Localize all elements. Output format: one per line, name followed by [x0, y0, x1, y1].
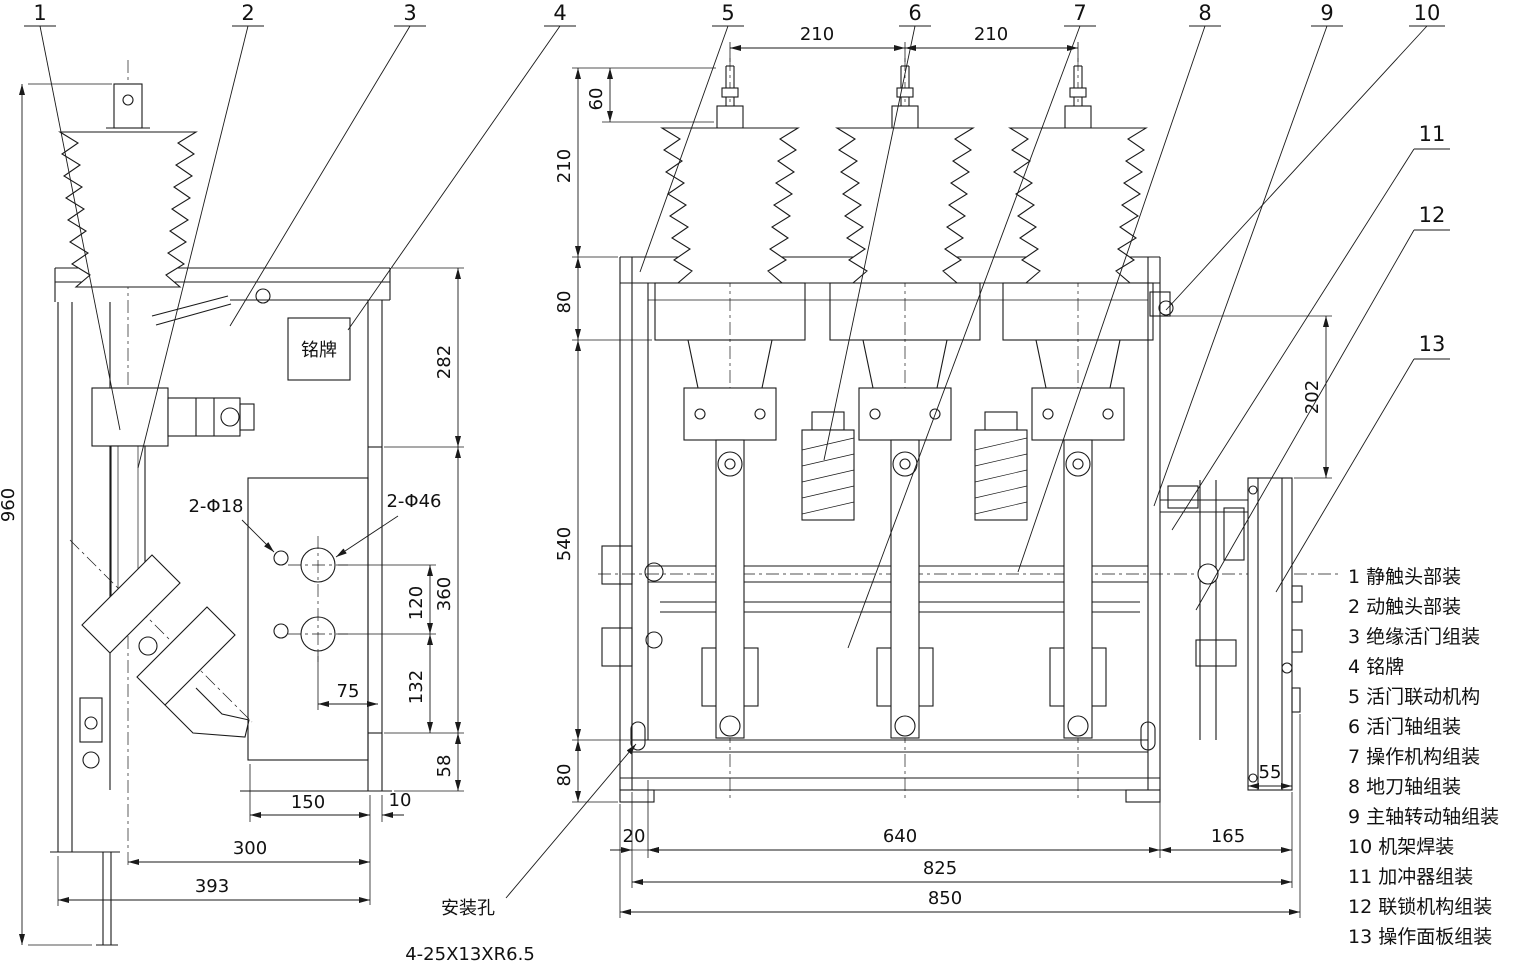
legend-item-12: 12 联锁机构组装	[1348, 896, 1492, 918]
callout-1: 1	[24, 1, 121, 431]
dim-132: 132	[406, 670, 427, 704]
legend-item-10: 10 机架焊装	[1348, 836, 1454, 858]
legend-item-3: 3 绝缘活门组装	[1348, 626, 1480, 648]
dim-55: 55	[1259, 762, 1282, 783]
dim-393: 393	[195, 876, 229, 897]
small-hole-bottom	[273, 623, 289, 639]
nameplate-label: 铭牌	[301, 340, 337, 361]
legend-item-2: 2 动触头部装	[1348, 596, 1461, 618]
mounting-hole-spec: 4-25X13XR6.5	[405, 944, 535, 965]
dim-850: 850	[928, 888, 962, 909]
callout-11: 11	[1171, 122, 1450, 531]
side-dimensions: 960 282 360 58 120 132 75	[0, 83, 464, 946]
callout-5: 5	[639, 1, 744, 273]
operation-panel	[1247, 477, 1293, 791]
dim-80-top: 80	[554, 291, 575, 314]
dim-58: 58	[434, 755, 455, 778]
dim-210-vertical: 210	[554, 149, 575, 183]
front-spring-assemblies	[801, 411, 1028, 521]
legend-item-7: 7 操作机构组装	[1348, 746, 1480, 768]
small-hole-top	[273, 550, 289, 566]
callout-2-number: 2	[241, 1, 254, 25]
callout-10-number: 10	[1414, 1, 1441, 25]
large-hole-top	[300, 547, 336, 583]
legend: 1 静触头部装 2 动触头部装 3 绝缘活门组装 4 铭牌 5 活门联动机构 6…	[1348, 566, 1499, 948]
dim-360: 360	[434, 577, 455, 611]
front-pole-2	[858, 339, 952, 739]
label-2-phi46: 2-Φ46	[386, 491, 441, 512]
callout-2: 2	[137, 1, 264, 469]
callout-3-number: 3	[403, 1, 416, 25]
label-2-phi18: 2-Φ18	[188, 496, 243, 517]
callout-12-number: 12	[1419, 203, 1446, 227]
dim-165: 165	[1211, 826, 1245, 847]
dim-10: 10	[389, 790, 412, 811]
legend-item-5: 5 活门联动机构	[1348, 686, 1480, 708]
dim-80-bottom: 80	[554, 764, 575, 787]
legend-item-8: 8 地刀轴组装	[1348, 776, 1461, 798]
callout-9-number: 9	[1320, 1, 1333, 25]
legend-item-13: 13 操作面板组装	[1348, 926, 1492, 948]
legend-item-4: 4 铭牌	[1348, 656, 1404, 678]
mounting-slot-left	[630, 721, 646, 751]
front-pole-3	[1031, 339, 1125, 739]
buffer-assembly	[1223, 507, 1245, 561]
side-mounting-panel	[247, 477, 369, 761]
dim-960: 960	[0, 488, 19, 522]
dim-640: 640	[883, 826, 917, 847]
dim-75: 75	[337, 681, 360, 702]
dim-202: 202	[1302, 380, 1323, 414]
dim-pitch-left: 210	[800, 24, 834, 45]
dim-825: 825	[923, 858, 957, 879]
nameplate-box	[287, 317, 351, 381]
callout-3: 3	[229, 1, 426, 327]
callout-7: 7	[847, 1, 1096, 649]
mounting-hole-label: 安装孔	[441, 898, 495, 919]
dim-60: 60	[586, 88, 607, 111]
front-insulators	[661, 65, 1147, 284]
callout-6: 6	[823, 1, 931, 461]
callout-4-number: 4	[553, 1, 566, 25]
side-view: 铭牌 960 282 360 58 120 132	[0, 60, 464, 946]
dim-540: 540	[554, 527, 575, 561]
dim-pitch-right: 210	[974, 24, 1008, 45]
callout-1-number: 1	[33, 1, 46, 25]
callout-10: 10	[1165, 1, 1445, 311]
callout-12: 12	[1195, 203, 1450, 611]
front-right-section	[1149, 291, 1303, 791]
callout-5-number: 5	[721, 1, 734, 25]
legend-item-1: 1 静触头部装	[1348, 566, 1461, 588]
mounting-hole-callout: 安装孔 4-25X13XR6.5	[405, 743, 637, 965]
legend-item-9: 9 主轴转动轴组装	[1348, 806, 1499, 828]
side-mechanism	[69, 295, 255, 769]
front-pole-1	[683, 339, 777, 739]
callout-13: 13	[1275, 332, 1450, 593]
mounting-slot-right	[1140, 721, 1156, 751]
callout-6-number: 6	[908, 1, 921, 25]
callout-9: 9	[1153, 1, 1343, 507]
dim-150: 150	[291, 792, 325, 813]
callout-8: 8	[1017, 1, 1221, 573]
callout-13-number: 13	[1419, 332, 1446, 356]
callout-8-number: 8	[1198, 1, 1211, 25]
legend-item-6: 6 活门轴组装	[1348, 716, 1461, 738]
callout-4: 4	[347, 1, 576, 331]
side-nameplate: 铭牌	[287, 317, 351, 381]
front-dimensions: 210 210 60 210 80 540 80	[554, 24, 1332, 918]
callouts: 1 2 3 4 5 6 7	[24, 1, 1450, 649]
callout-7-number: 7	[1073, 1, 1086, 25]
dim-282: 282	[434, 345, 455, 379]
dim-300: 300	[233, 838, 267, 859]
legend-item-11: 11 加冲器组装	[1348, 866, 1473, 888]
large-hole-bottom	[300, 616, 336, 652]
dim-120: 120	[406, 586, 427, 620]
dim-20: 20	[623, 826, 646, 847]
front-view: 210 210 60 210 80 540 80	[405, 24, 1340, 965]
callout-11-number: 11	[1419, 122, 1446, 146]
side-insulator	[59, 83, 197, 288]
